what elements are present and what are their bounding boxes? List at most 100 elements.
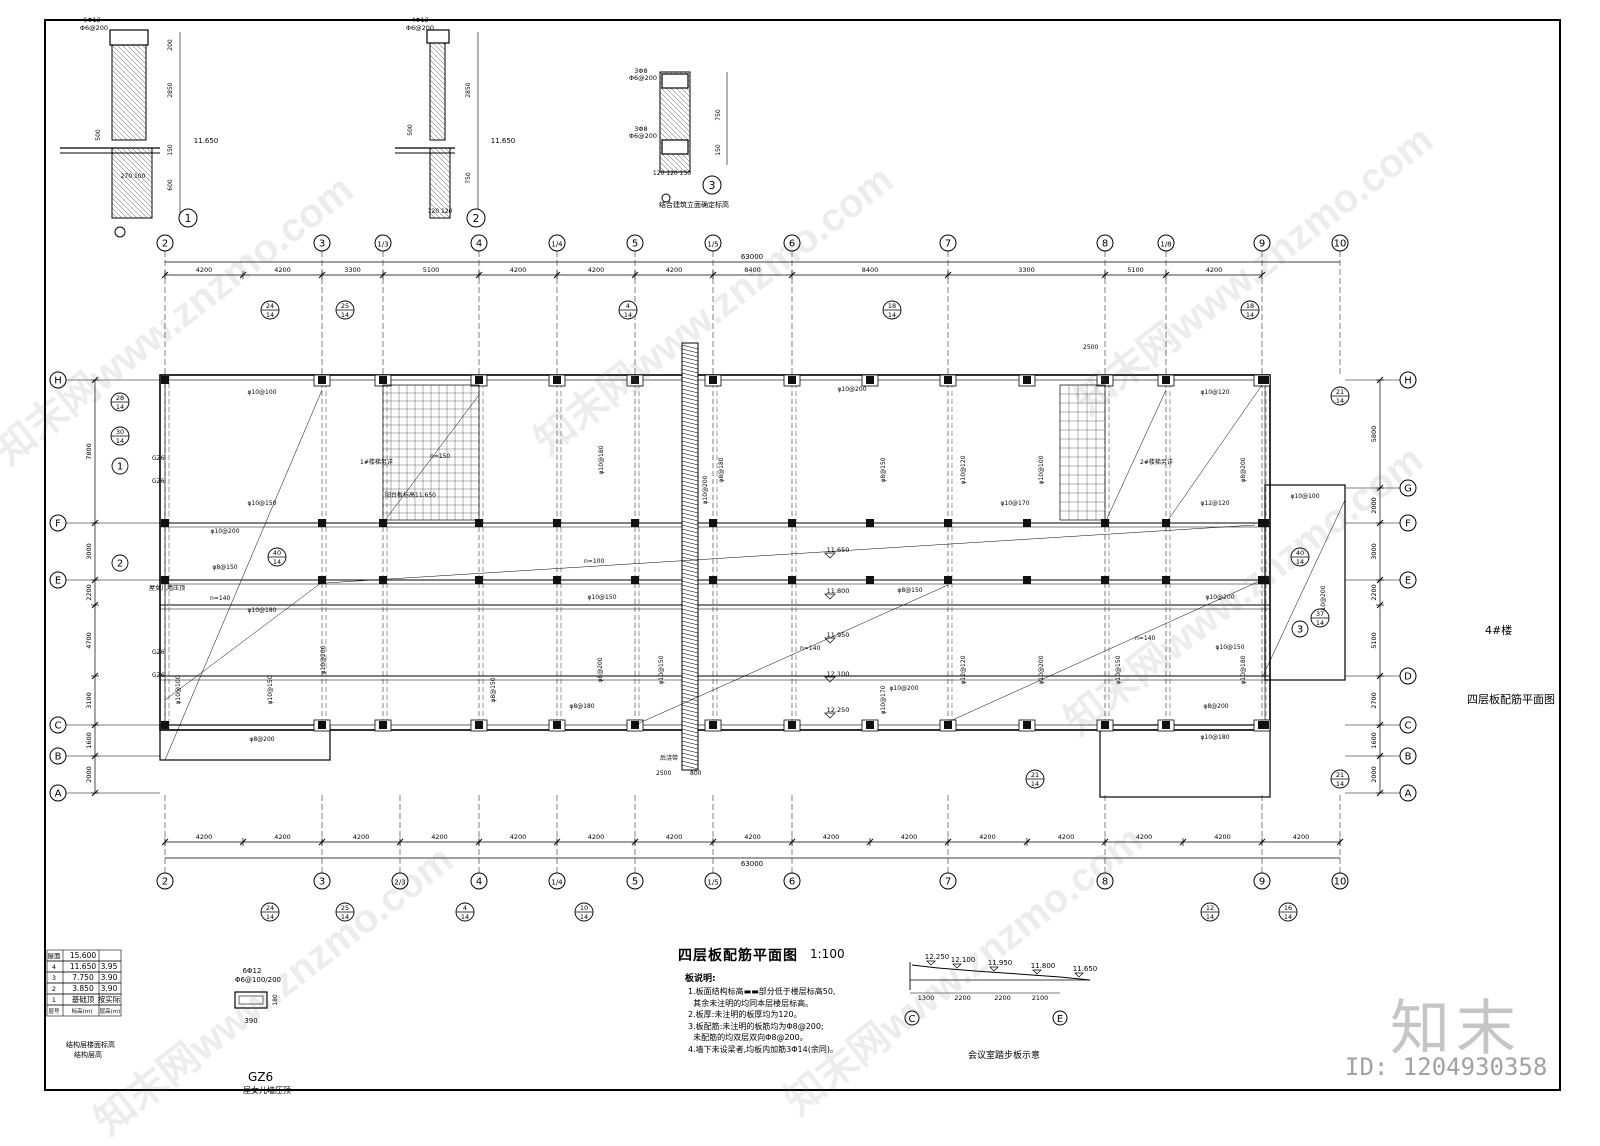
post-pour-hatch <box>681 600 699 606</box>
post-pour-hatch <box>681 496 699 502</box>
rebar-label-vertical: φ8@150 <box>880 457 887 482</box>
left-dim-tick <box>91 376 99 384</box>
detail-1-wall-hatch <box>111 89 147 125</box>
detail-1-wall-hatch <box>111 114 138 141</box>
post-pour-hatch <box>681 688 699 694</box>
column <box>1023 519 1031 527</box>
detail-1-beam-hatch <box>111 197 133 219</box>
level-table-caption2: 结构层高 <box>74 1051 102 1059</box>
span-diagonal <box>382 394 480 524</box>
post-pour-hatch <box>681 592 699 598</box>
plan-label: GZ6 <box>152 649 165 656</box>
detail-2-cap <box>426 29 450 44</box>
level-table-elev: 7.750 <box>72 973 94 982</box>
level-table-elev: 11.650 <box>70 962 96 971</box>
column <box>1101 376 1109 384</box>
slab-ext-bottom-left <box>159 724 331 761</box>
bottom-span-dim-tick <box>318 838 326 846</box>
rebar-label: φ10@120 <box>1200 389 1229 396</box>
post-pour-hatch <box>681 760 699 766</box>
detail-1-number-circle <box>178 208 198 228</box>
right-dim-tick <box>1376 752 1384 760</box>
detail-2-beam-hatch <box>429 182 451 204</box>
detail-callout-number: 21 <box>1336 771 1344 779</box>
step-elev-label: 11.950 <box>988 959 1013 967</box>
column <box>788 576 796 584</box>
bottom-span-dim-label: 4200 <box>510 833 527 841</box>
detail-3-wall-hatch <box>659 111 691 143</box>
step-elev-marker <box>952 963 962 969</box>
column <box>379 576 387 584</box>
span-diagonal <box>1104 389 1167 524</box>
detail-2-wall-hatch <box>429 99 446 116</box>
top-span-dim-tick <box>1162 271 1170 279</box>
post-pour-hatch <box>681 544 699 550</box>
post-pour-hatch <box>681 536 699 542</box>
left-dim-tick <box>91 752 99 760</box>
detail-callout-sheet: 14 <box>341 913 349 921</box>
detail-1-dim-label: 600 <box>167 179 174 191</box>
level-table-header-cell: 层高(m) <box>100 1007 121 1015</box>
left-dim-tick <box>91 576 99 584</box>
detail-3-dim-label: 750 <box>715 109 722 121</box>
detail-callout-number: 18 <box>888 302 896 310</box>
column <box>788 519 796 527</box>
detail-2-wall-hatch <box>429 79 446 96</box>
post-pour-hatch <box>681 652 699 658</box>
detail-2-wall-hatch <box>429 84 446 101</box>
step-elev-label: 12.250 <box>925 953 950 961</box>
bottom-span-dim-label: 4200 <box>979 833 996 841</box>
top-span-dim-label: 4200 <box>196 266 213 274</box>
rebar-label-vertical: φ8@150 <box>490 677 497 702</box>
elevation-marker <box>824 593 836 600</box>
step-axis-right <box>1052 1010 1068 1026</box>
level-table-level: 屋面 <box>48 952 62 960</box>
detail-callout-sheet: 14 <box>266 311 274 319</box>
bottom-span-dim-label: 4200 <box>274 833 291 841</box>
detail-1-wall-hatch <box>111 129 123 141</box>
post-pour-hatch <box>681 540 699 546</box>
column <box>866 576 874 584</box>
detail-callout-number: 30 <box>116 428 124 436</box>
rebar-label: φ10@100 <box>247 389 276 396</box>
top-span-dim-tick <box>475 271 483 279</box>
rebar-label-vertical: φ12@120 <box>960 655 967 684</box>
plan-label: 2500 <box>1083 344 1098 351</box>
column <box>475 376 483 384</box>
axis-bubble-right-label: B <box>1405 752 1412 763</box>
top-span-dim-label: 3300 <box>1018 266 1035 274</box>
detail-3-stirrup-top: Φ6@200 <box>629 74 657 82</box>
detail-1-stirrup: Φ6@200 <box>80 24 108 32</box>
post-pour-hatch <box>681 596 699 602</box>
rebar-label: φ10@150 <box>247 500 276 507</box>
detail-1-beam-hatch <box>111 202 128 219</box>
detail-callout-number: 25 <box>341 904 349 912</box>
rebar-label-vertical: φ8@180 <box>718 457 725 482</box>
top-span-dim-label: 4200 <box>666 266 683 274</box>
detail-2-wall-hatch <box>429 59 446 76</box>
post-pour-hatch <box>681 556 699 562</box>
notes-line: 未配筋的均双层双向Φ8@200。 <box>688 1033 808 1042</box>
axis-bubble-left-label: H <box>54 376 62 387</box>
post-pour-hatch <box>681 512 699 518</box>
detail-2-stirrup: Φ6@200 <box>406 24 434 32</box>
bottom-span-dim-label: 4200 <box>353 833 370 841</box>
section-mark <box>111 457 129 475</box>
post-pour-hatch <box>681 392 699 398</box>
detail-1-axis <box>114 226 126 238</box>
post-pour-hatch <box>681 660 699 666</box>
detail-callout-sheet: 14 <box>266 913 274 921</box>
axis-bubble-top-label: 5 <box>632 239 638 250</box>
right-dim-label: 2200 <box>1370 584 1378 601</box>
detail-2-beam-hatch <box>429 187 451 209</box>
detail-1-wall-hatch <box>111 109 143 141</box>
detail-2-beam-hatch <box>429 197 451 219</box>
post-pour-hatch <box>681 764 699 770</box>
plan-label: 1#楼梯另详 <box>360 458 393 466</box>
span-diagonal <box>1165 384 1263 524</box>
detail-1-beam-hatch <box>111 157 153 199</box>
post-pour-hatch <box>681 408 699 414</box>
detail-1-wall-hatch <box>111 134 118 141</box>
rebar-label: φ10@180 <box>247 607 276 614</box>
